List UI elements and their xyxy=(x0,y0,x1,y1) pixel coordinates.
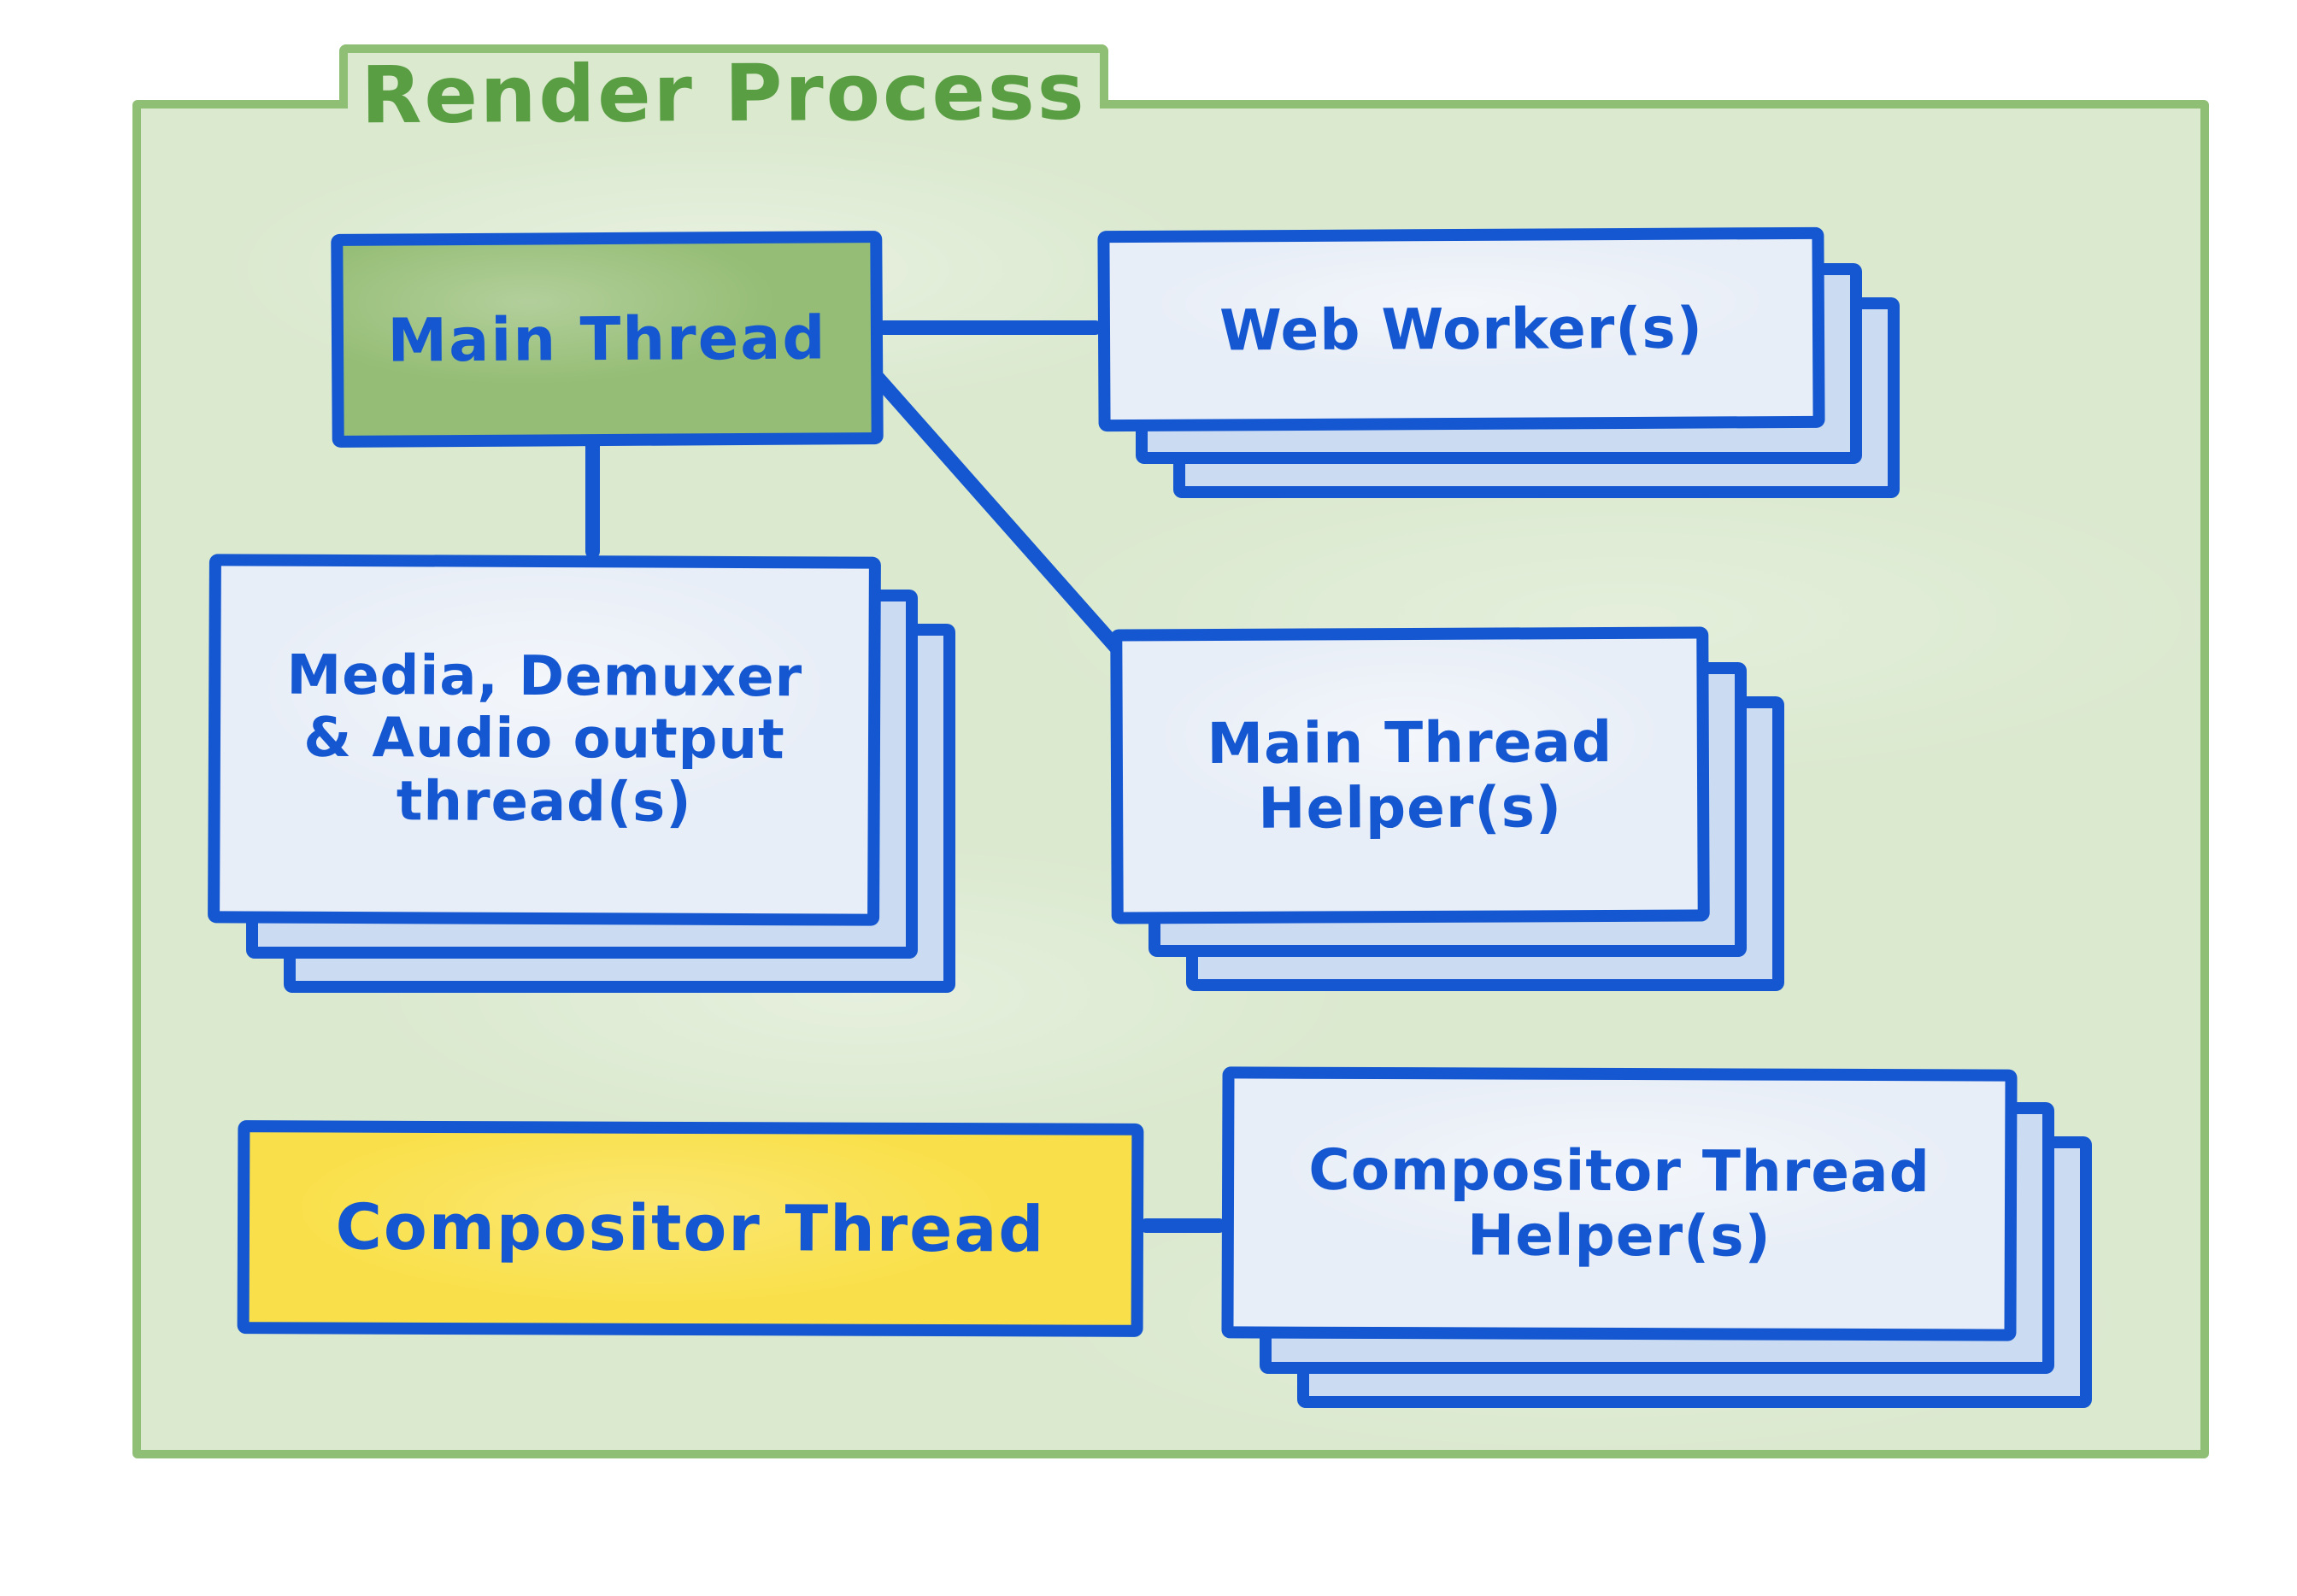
node-media-threads-label: Media, Demuxer & Audio output thread(s) xyxy=(286,643,803,835)
node-compositor-thread-label: Compositor Thread xyxy=(335,1190,1046,1267)
node-compositor-thread-helpers-label: Compositor Thread Helper(s) xyxy=(1308,1136,1931,1270)
node-compositor-thread: Compositor Thread xyxy=(237,1120,1144,1337)
node-main-thread: Main Thread xyxy=(331,231,884,448)
node-main-thread-helpers-label: Main Thread Helper(s) xyxy=(1207,708,1613,842)
node-main-thread-label: Main Thread xyxy=(387,302,827,376)
diagram-title: Render Process xyxy=(361,45,1087,142)
node-media-threads: Media, Demuxer & Audio output thread(s) xyxy=(208,554,881,926)
render-process-frame-tab xyxy=(339,44,1108,109)
edge-compositor-thread-to-helpers xyxy=(1139,1218,1226,1233)
node-web-workers: Web Worker(s) xyxy=(1097,226,1825,432)
node-web-workers-label: Web Worker(s) xyxy=(1219,295,1704,364)
edge-main-thread-to-web-workers xyxy=(877,320,1102,335)
node-compositor-thread-helpers: Compositor Thread Helper(s) xyxy=(1221,1066,2018,1341)
node-main-thread-helpers: Main Thread Helper(s) xyxy=(1110,626,1710,924)
edge-main-thread-to-media-threads xyxy=(585,437,600,559)
